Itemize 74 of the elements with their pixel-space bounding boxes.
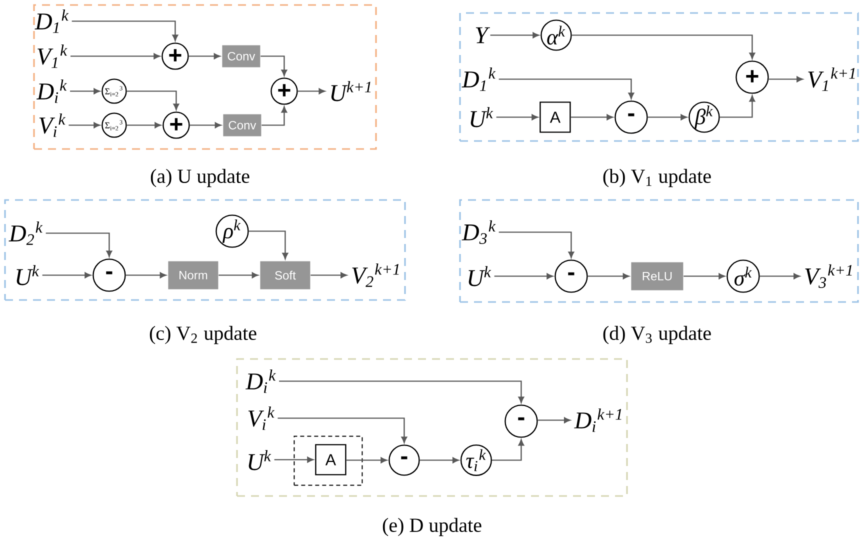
symbol-label: U$^{k+1}$ xyxy=(331,81,371,102)
arrow xyxy=(572,34,756,60)
process-box: ReLU xyxy=(631,262,684,290)
symbol-label: Y xyxy=(476,27,490,44)
arrow xyxy=(570,114,614,120)
arrow xyxy=(494,273,554,280)
operator-box: A xyxy=(315,444,346,476)
arrow xyxy=(498,78,634,100)
panel-frame xyxy=(33,4,377,150)
arrow xyxy=(70,53,160,60)
process-box: Conv xyxy=(222,45,260,68)
symbol-label: U$^{k}$ xyxy=(248,450,272,470)
caption: (c) V$_{2}$ update xyxy=(150,326,256,344)
arrow xyxy=(72,20,178,42)
process-box: Soft xyxy=(260,261,310,290)
symbol-label: U$^{k}$ xyxy=(470,107,494,128)
symbol-label: V$_{3}$k+1 xyxy=(805,264,852,288)
arrow xyxy=(218,272,258,278)
arrow xyxy=(188,53,220,60)
arrow xyxy=(298,88,326,94)
caption: (d) V$_{3}$ update xyxy=(603,326,711,344)
symbol-label: U$^{k}$ xyxy=(16,265,40,286)
arrow xyxy=(498,232,574,258)
symbol-label: U$^{k}$ xyxy=(468,266,492,286)
panel-frame xyxy=(236,358,628,497)
arrow xyxy=(492,439,524,461)
arrow xyxy=(420,457,459,464)
panel-frame xyxy=(459,199,859,303)
arrow xyxy=(274,456,314,463)
arrow xyxy=(720,95,756,118)
arrow xyxy=(346,457,388,464)
arrow xyxy=(126,90,180,110)
process-box: Conv xyxy=(223,114,262,136)
arrow xyxy=(496,114,538,120)
arrow xyxy=(648,114,688,120)
dashed-box xyxy=(294,436,363,486)
symbol-label: V$_{i}$k xyxy=(39,114,66,137)
symbol-label: V$_{2}$k+1 xyxy=(352,264,399,287)
caption: (e) D update xyxy=(382,518,482,536)
arrow xyxy=(260,56,288,76)
arrow xyxy=(768,76,803,82)
arrow xyxy=(190,122,222,128)
symbol-label: D$_{3}$k xyxy=(462,220,496,244)
symbol-label: V$_{1}$k+1 xyxy=(808,68,855,91)
arrow xyxy=(42,272,92,278)
panel-frame xyxy=(459,12,859,142)
operator-box: A xyxy=(540,102,571,133)
arrow xyxy=(70,88,100,94)
arrow xyxy=(588,273,630,280)
arrow xyxy=(68,122,100,128)
arrow xyxy=(279,380,524,404)
arrow xyxy=(278,418,408,444)
arrow xyxy=(538,417,570,424)
arrow xyxy=(684,273,726,280)
symbol-label: V$_{1}$k xyxy=(38,44,68,68)
caption: (b) V$_{1}$ update xyxy=(603,168,711,188)
symbol-label: V$_{i}$k xyxy=(248,406,275,430)
caption: (a) U update xyxy=(150,168,250,188)
arrow xyxy=(262,106,288,126)
arrow xyxy=(46,232,112,258)
symbol-label: D$_{2}$k xyxy=(8,222,43,245)
symbol-label: D$_{i}$k xyxy=(36,80,67,103)
symbol-label: D$_{1}$k xyxy=(462,68,496,91)
arrow xyxy=(248,230,288,260)
symbol-label: D$_{i}$k xyxy=(245,370,276,393)
panel-frame xyxy=(4,199,406,301)
symbol-label: D$_{i}$k+1 xyxy=(574,408,622,432)
arrow xyxy=(126,272,166,278)
arrow xyxy=(310,272,347,278)
process-box: Norm xyxy=(168,261,218,290)
arrow xyxy=(760,273,800,280)
arrow xyxy=(126,122,162,128)
symbol-label: D$_{1}$k xyxy=(34,10,69,33)
arrow xyxy=(490,32,540,38)
